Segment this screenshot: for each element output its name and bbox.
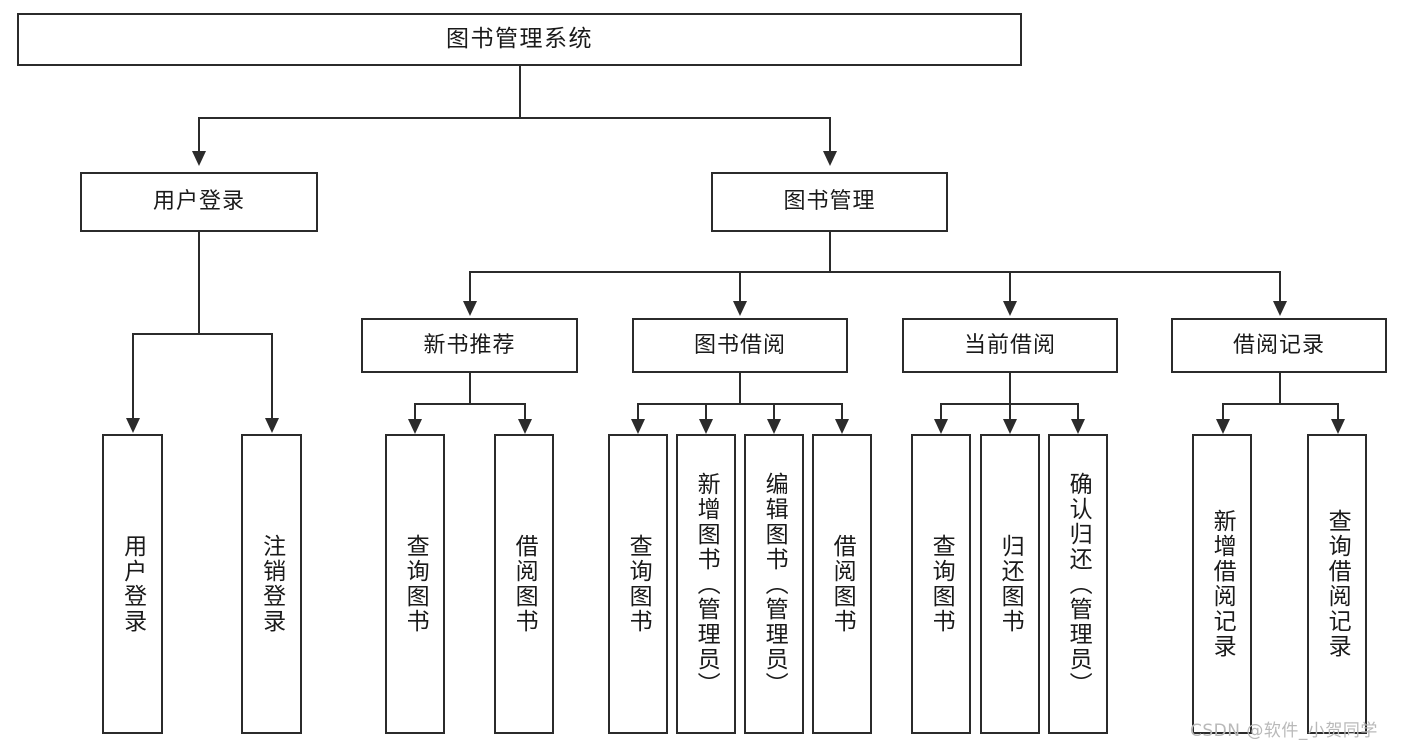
connector-book-borrow-to-leaf-3	[773, 403, 775, 421]
connector-new-book-stem	[469, 373, 471, 404]
node-book-manage[interactable]: 图书管理	[711, 172, 948, 232]
node-label: 新书推荐	[423, 332, 516, 358]
connector-user-login-bar	[133, 333, 273, 335]
arrowhead-book-borrow-to-leaf-3	[767, 419, 781, 434]
connector-new-book-to-leaf-2	[524, 403, 526, 421]
arrowhead-book-borrow-to-leaf-1	[631, 419, 645, 434]
node-label: 借阅图书	[829, 534, 856, 634]
node-label: 用户登录	[119, 534, 146, 634]
node-label: 当前借阅	[963, 332, 1056, 358]
node-label: 查询图书	[402, 534, 429, 634]
connector-book-borrow-to-leaf-1	[637, 403, 639, 421]
connector-book-manage-stem	[829, 232, 831, 272]
connector-borrow-record-stem	[1279, 373, 1281, 404]
arrowhead-book-manage-to-l3-1	[463, 301, 477, 316]
node-leaf-edit-book[interactable]: 编辑图书（管理员）	[744, 434, 804, 734]
node-leaf-query-book-1[interactable]: 查询图书	[385, 434, 445, 734]
connector-borrow-record-to-leaf-1	[1222, 403, 1224, 421]
connector-new-book-to-leaf-1	[414, 403, 416, 421]
node-label: 新增图书（管理员）	[693, 471, 720, 697]
node-user-login[interactable]: 用户登录	[80, 172, 318, 232]
connector-current-borrow-to-leaf-2	[1009, 403, 1011, 421]
connector-borrow-record-to-leaf-2	[1337, 403, 1339, 421]
node-label: 注销登录	[258, 534, 285, 634]
node-leaf-return-book[interactable]: 归还图书	[980, 434, 1040, 734]
connector-current-borrow-to-leaf-3	[1077, 403, 1079, 421]
node-current-borrow[interactable]: 当前借阅	[902, 318, 1118, 373]
node-label: 图书管理	[783, 189, 876, 215]
connector-book-borrow-stem	[739, 373, 741, 404]
arrowhead-root-to-user-login	[192, 151, 206, 166]
arrowhead-borrow-record-to-leaf-2	[1331, 419, 1345, 434]
arrowhead-book-borrow-to-leaf-4	[835, 419, 849, 434]
connector-user-login-stem	[198, 232, 200, 334]
connector-root-to-book-manage	[829, 117, 831, 153]
node-label: 新增借阅记录	[1209, 509, 1236, 659]
arrowhead-book-manage-to-l3-4	[1273, 301, 1287, 316]
node-leaf-borrow-book-2[interactable]: 借阅图书	[812, 434, 872, 734]
arrowhead-current-borrow-to-leaf-1	[934, 419, 948, 434]
node-label: 归还图书	[997, 534, 1024, 634]
node-leaf-query-book-3[interactable]: 查询图书	[911, 434, 971, 734]
node-new-book-recommend[interactable]: 新书推荐	[361, 318, 578, 373]
arrowhead-root-to-book-manage	[823, 151, 837, 166]
node-leaf-logout-login[interactable]: 注销登录	[241, 434, 302, 734]
arrowhead-new-book-to-leaf-2	[518, 419, 532, 434]
arrowhead-user-login-to-leaf-2	[265, 418, 279, 433]
connector-book-borrow-to-leaf-2	[705, 403, 707, 421]
connector-user-login-to-leaf-1	[132, 333, 134, 420]
arrowhead-book-manage-to-l3-2	[733, 301, 747, 316]
node-label: 查询借阅记录	[1324, 509, 1351, 659]
connector-book-manage-to-l3-1	[469, 271, 471, 303]
arrowhead-current-borrow-to-leaf-3	[1071, 419, 1085, 434]
connector-book-borrow-bar	[638, 403, 842, 405]
node-label: 查询图书	[928, 534, 955, 634]
node-leaf-user-login[interactable]: 用户登录	[102, 434, 163, 734]
arrowhead-current-borrow-to-leaf-2	[1003, 419, 1017, 434]
connector-user-login-to-leaf-2	[271, 333, 273, 420]
connector-current-borrow-stem	[1009, 373, 1011, 404]
arrowhead-borrow-record-to-leaf-1	[1216, 419, 1230, 434]
node-leaf-add-record[interactable]: 新增借阅记录	[1192, 434, 1252, 734]
arrowhead-user-login-to-leaf-1	[126, 418, 140, 433]
node-leaf-confirm-return[interactable]: 确认归还（管理员）	[1048, 434, 1108, 734]
connector-book-borrow-to-leaf-4	[841, 403, 843, 421]
connector-current-borrow-to-leaf-1	[940, 403, 942, 421]
node-book-management-system[interactable]: 图书管理系统	[17, 13, 1022, 66]
node-label: 图书管理系统	[446, 25, 593, 52]
connector-book-manage-bar	[470, 271, 1280, 273]
connector-root-bar	[199, 117, 831, 119]
node-leaf-add-book[interactable]: 新增图书（管理员）	[676, 434, 736, 734]
connector-borrow-record-bar	[1223, 403, 1338, 405]
node-label: 借阅记录	[1232, 332, 1325, 358]
node-leaf-borrow-book-1[interactable]: 借阅图书	[494, 434, 554, 734]
node-book-borrow[interactable]: 图书借阅	[632, 318, 848, 373]
arrowhead-new-book-to-leaf-1	[408, 419, 422, 434]
node-label: 确认归还（管理员）	[1065, 471, 1092, 697]
node-label: 图书借阅	[693, 332, 786, 358]
connector-book-manage-to-l3-4	[1279, 271, 1281, 303]
connector-root-to-user-login	[198, 117, 200, 153]
arrowhead-book-manage-to-l3-3	[1003, 301, 1017, 316]
node-borrow-record[interactable]: 借阅记录	[1171, 318, 1387, 373]
node-label: 借阅图书	[511, 534, 538, 634]
arrowhead-book-borrow-to-leaf-2	[699, 419, 713, 434]
connector-book-manage-to-l3-3	[1009, 271, 1011, 303]
connector-root-stem	[519, 66, 521, 118]
node-leaf-query-record[interactable]: 查询借阅记录	[1307, 434, 1367, 734]
node-leaf-query-book-2[interactable]: 查询图书	[608, 434, 668, 734]
node-label: 用户登录	[152, 189, 245, 215]
connector-book-manage-to-l3-2	[739, 271, 741, 303]
node-label: 编辑图书（管理员）	[761, 471, 788, 697]
connector-new-book-bar	[415, 403, 525, 405]
node-label: 查询图书	[625, 534, 652, 634]
